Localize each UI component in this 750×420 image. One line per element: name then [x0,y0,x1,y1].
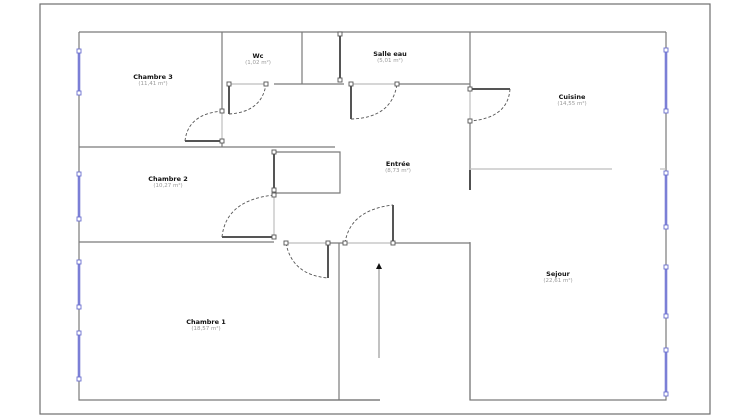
room-name: Wc [252,52,264,60]
room-chambre-2[interactable]: Chambre 2 (10,27 m²) [148,175,188,190]
windows [76,47,669,397]
room-name: Chambre 2 [148,175,188,183]
page-frame [39,3,711,415]
door-salle-eau [348,81,400,120]
room-area: (14,55 m²) [557,101,587,108]
room-name: Chambre 1 [186,318,226,326]
room-area: (22,61 m²) [543,278,573,285]
room-wc[interactable]: Wc (1,02 m²) [245,52,271,67]
door-chambre-1 [283,240,331,279]
room-entree[interactable]: Entrée (8,73 m²) [385,160,411,175]
door-wc [226,81,269,115]
room-salle-eau[interactable]: Salle eau (5,01 m²) [373,50,407,65]
interior-walls [79,32,666,400]
room-area: (1,02 m²) [245,60,271,67]
door-salle-eau-partition [337,31,343,83]
room-cuisine[interactable]: Cuisine (14,55 m²) [557,93,587,108]
door-cuisine [467,86,511,124]
room-area: (8,73 m²) [385,168,411,175]
room-name: Cuisine [558,93,586,101]
room-name: Chambre 3 [133,73,173,81]
room-sejour[interactable]: Sejour (22,61 m²) [543,270,573,285]
room-name: Salle eau [373,50,407,58]
window-handles [76,47,669,397]
room-area: (5,01 m²) [377,58,403,65]
room-area: (18,57 m²) [191,326,221,333]
door-chambre-2 [221,149,277,240]
doors [184,31,511,279]
entrance-arrow-icon [376,263,382,358]
room-area: (11,41 m²) [138,81,168,88]
room-area: (10,27 m²) [153,183,183,190]
room-name: Sejour [546,270,570,278]
door-chambre-3 [184,108,225,144]
door-entree [342,204,396,246]
room-chambre-1[interactable]: Chambre 1 (18,57 m²) [186,318,226,333]
room-name: Entrée [385,160,411,168]
room-chambre-3[interactable]: Chambre 3 (11,41 m²) [133,73,173,88]
